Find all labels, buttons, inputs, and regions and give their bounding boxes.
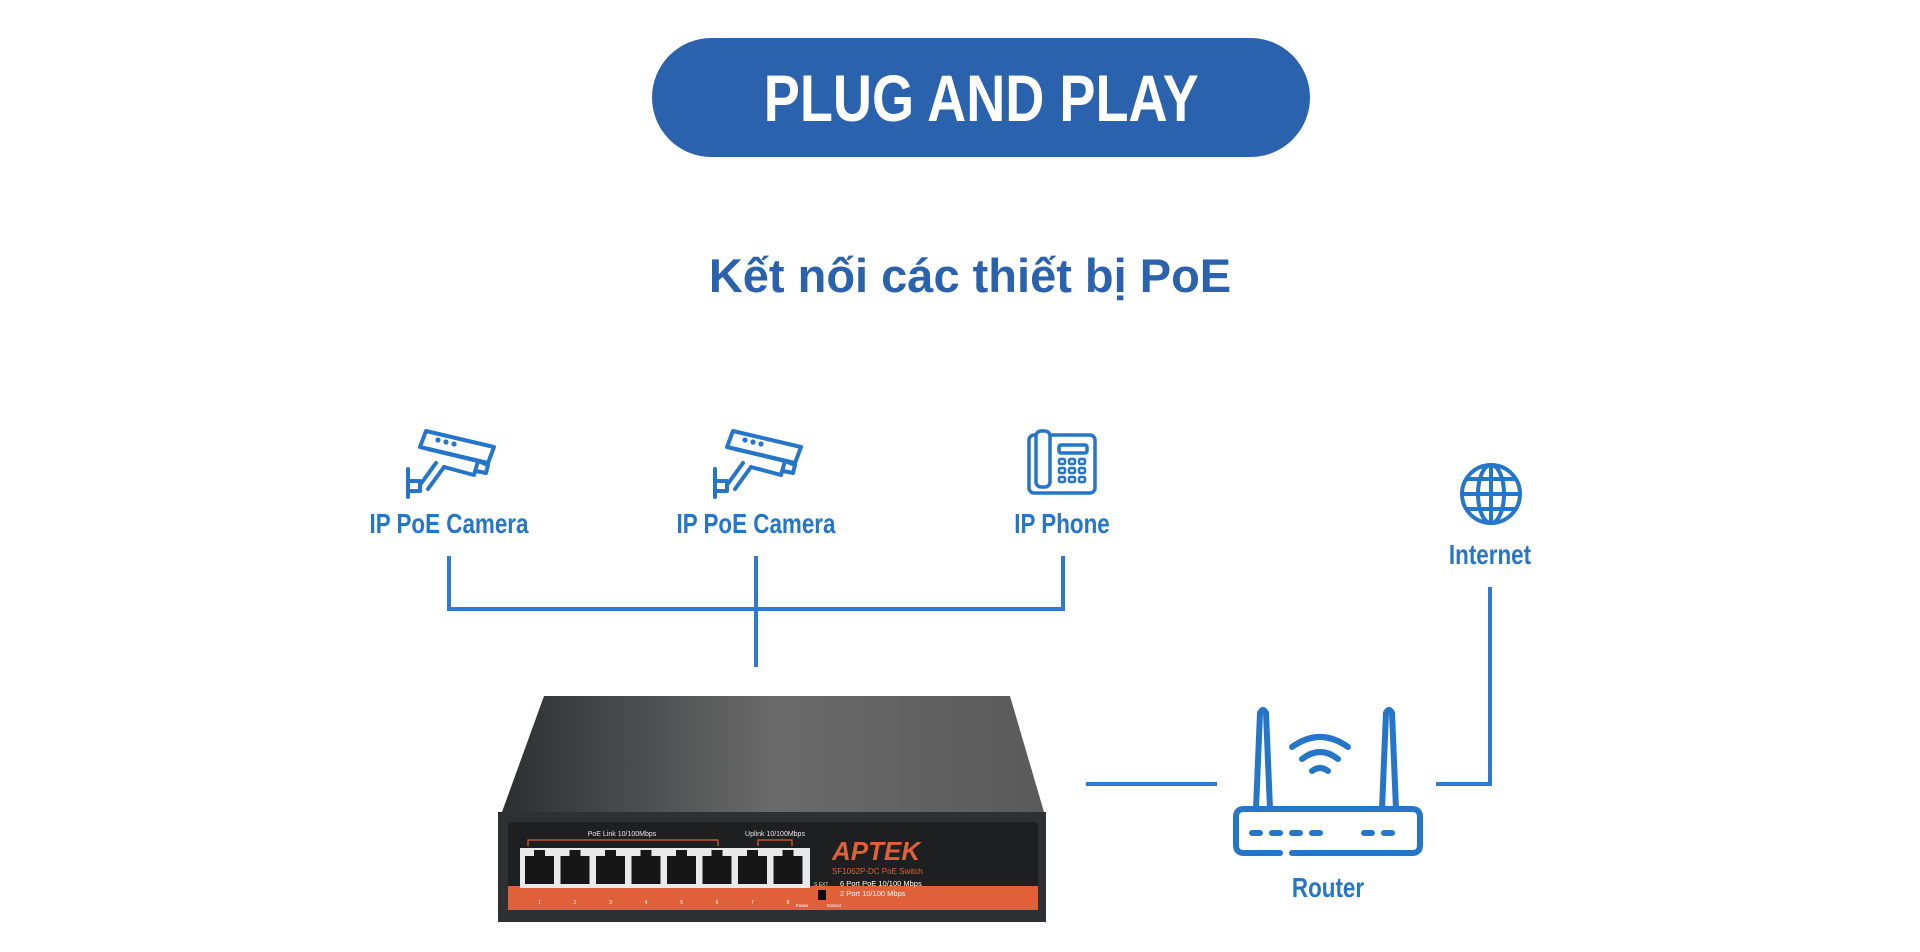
device-label-camera-2: IP PoE Camera bbox=[676, 508, 836, 539]
ethernet-port-latch bbox=[676, 850, 687, 857]
ethernet-port bbox=[560, 856, 590, 884]
switch-orange-strip bbox=[508, 886, 1038, 910]
switch-led-power: Power bbox=[796, 903, 809, 908]
switch-group-poe-label: PoE Link 10/100Mbps bbox=[588, 831, 657, 838]
ethernet-port bbox=[702, 856, 732, 884]
ethernet-port bbox=[596, 856, 625, 884]
port-number: 8 bbox=[787, 900, 790, 906]
ethernet-port bbox=[738, 856, 767, 884]
switch-led-extend: Extend bbox=[827, 903, 842, 908]
port-number: 6 bbox=[716, 900, 719, 906]
port-number: 7 bbox=[751, 900, 754, 906]
switch-spec-2: 2 Port 10/100 Mbps bbox=[840, 889, 906, 898]
desk-phone-icon bbox=[1027, 429, 1097, 495]
ethernet-port-latch bbox=[640, 850, 652, 857]
switch-group-uplink-label: Uplink 10/100Mbps bbox=[745, 831, 805, 838]
ethernet-port-latch bbox=[605, 850, 616, 857]
switch-model: SF1062P-DC PoE Switch bbox=[832, 867, 923, 876]
device-label-router: Router bbox=[1291, 872, 1365, 903]
port-number: 5 bbox=[680, 900, 683, 906]
ethernet-port-latch bbox=[711, 850, 723, 857]
cctv-camera-icon bbox=[406, 429, 496, 499]
switch-dip-switch bbox=[818, 890, 826, 900]
switch-brand-logo: APTEK bbox=[831, 836, 922, 866]
device-label-ip-phone: IP Phone bbox=[1014, 508, 1110, 539]
switch-top-cover bbox=[502, 696, 1044, 812]
cctv-camera-icon bbox=[713, 429, 803, 499]
poe-switch-image: PoE Link 10/100Mbps Uplink 10/100Mbps AP… bbox=[498, 696, 1046, 922]
connector-router-to-internet bbox=[1436, 587, 1492, 786]
page-subtitle: Kết nối các thiết bị PoE bbox=[708, 249, 1232, 302]
port-number: 2 bbox=[574, 900, 577, 906]
wifi-router-icon bbox=[1233, 707, 1423, 856]
device-label-internet: Internet bbox=[1448, 539, 1532, 570]
page-title: PLUG AND PLAY bbox=[763, 60, 1199, 135]
ethernet-port-latch bbox=[747, 850, 758, 857]
ethernet-port-latch bbox=[534, 850, 545, 857]
globe-icon bbox=[1460, 463, 1522, 525]
port-number: 3 bbox=[609, 900, 612, 906]
port-number: 1 bbox=[538, 900, 541, 906]
device-label-camera-1: IP PoE Camera bbox=[369, 508, 529, 539]
ethernet-port-latch bbox=[569, 850, 581, 857]
port-number: 4 bbox=[645, 900, 648, 906]
ethernet-port-latch bbox=[782, 850, 794, 857]
title-banner: PLUG AND PLAY bbox=[652, 38, 1310, 157]
ethernet-port bbox=[525, 856, 554, 884]
switch-dip-label: S EXT bbox=[814, 882, 828, 888]
ethernet-port bbox=[667, 856, 696, 884]
ethernet-port bbox=[773, 856, 803, 884]
ethernet-port bbox=[631, 856, 661, 884]
switch-spec-1: 6 Port PoE 10/100 Mbps bbox=[840, 879, 922, 888]
